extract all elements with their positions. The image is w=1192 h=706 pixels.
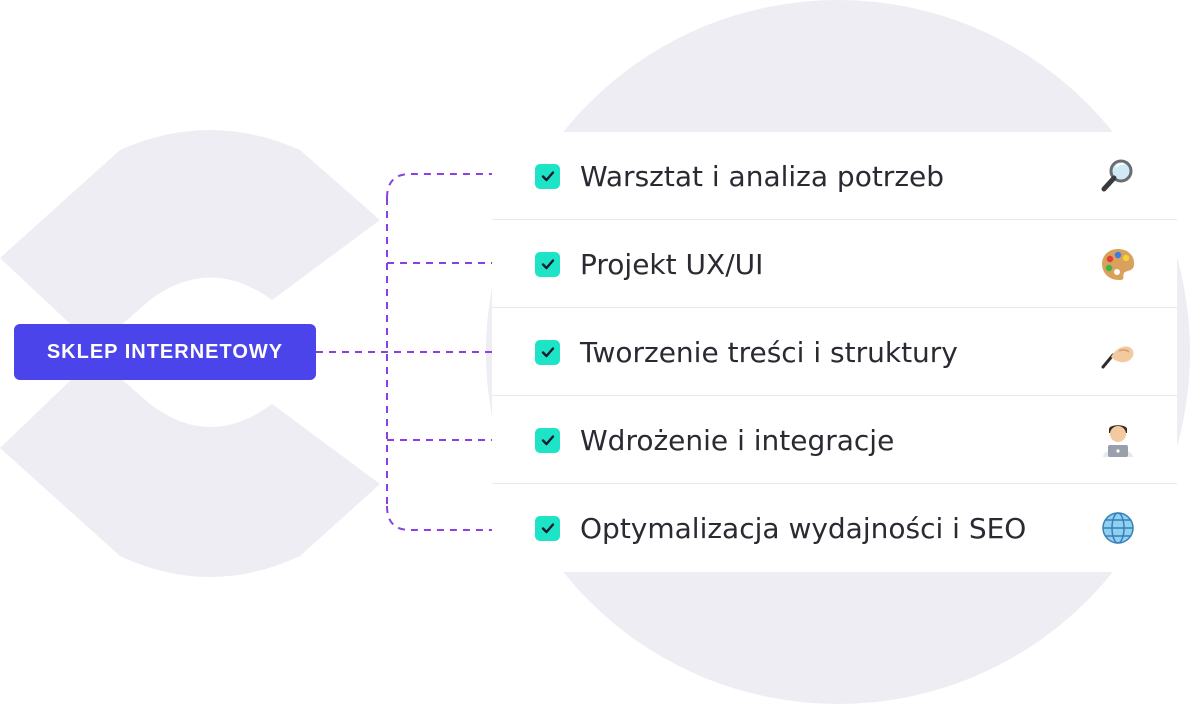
connector-step-1 (386, 173, 492, 199)
background-logo-mark (0, 130, 380, 577)
list-item: Optymalizacja wydajności i SEO (492, 484, 1177, 572)
step-label: Optymalizacja wydajności i SEO (580, 511, 1027, 545)
writing-hand-icon (1101, 346, 1134, 369)
checkbox-checked-icon (535, 251, 560, 277)
step-label: Warsztat i analiza potrzeb (580, 159, 945, 193)
magnifying-glass-icon (1101, 159, 1133, 192)
steps-list: Warsztat i analiza potrzeb Projekt UX/UI… (492, 132, 1177, 573)
checkbox-checked-icon (535, 427, 560, 453)
checkbox-checked-icon (535, 339, 560, 365)
list-item: Tworzenie treści i struktury (492, 308, 1177, 396)
checkbox-checked-icon (535, 163, 560, 189)
technologist-icon (1103, 425, 1133, 457)
list-item: Projekt UX/UI (492, 220, 1177, 308)
step-label: Tworzenie treści i struktury (580, 335, 958, 369)
palette-icon (1102, 249, 1135, 280)
globe-icon (1102, 512, 1134, 544)
step-label: Wdrożenie i integracje (580, 423, 895, 457)
connector-step-5 (386, 505, 492, 531)
root-node-label: SKLEP INTERNETOWY (46, 340, 284, 363)
root-node: SKLEP INTERNETOWY (14, 324, 316, 380)
checkbox-checked-icon (535, 515, 560, 541)
list-item: Warsztat i analiza potrzeb (492, 132, 1177, 220)
list-item: Wdrożenie i integracje (492, 396, 1177, 484)
step-label: Projekt UX/UI (580, 247, 764, 281)
